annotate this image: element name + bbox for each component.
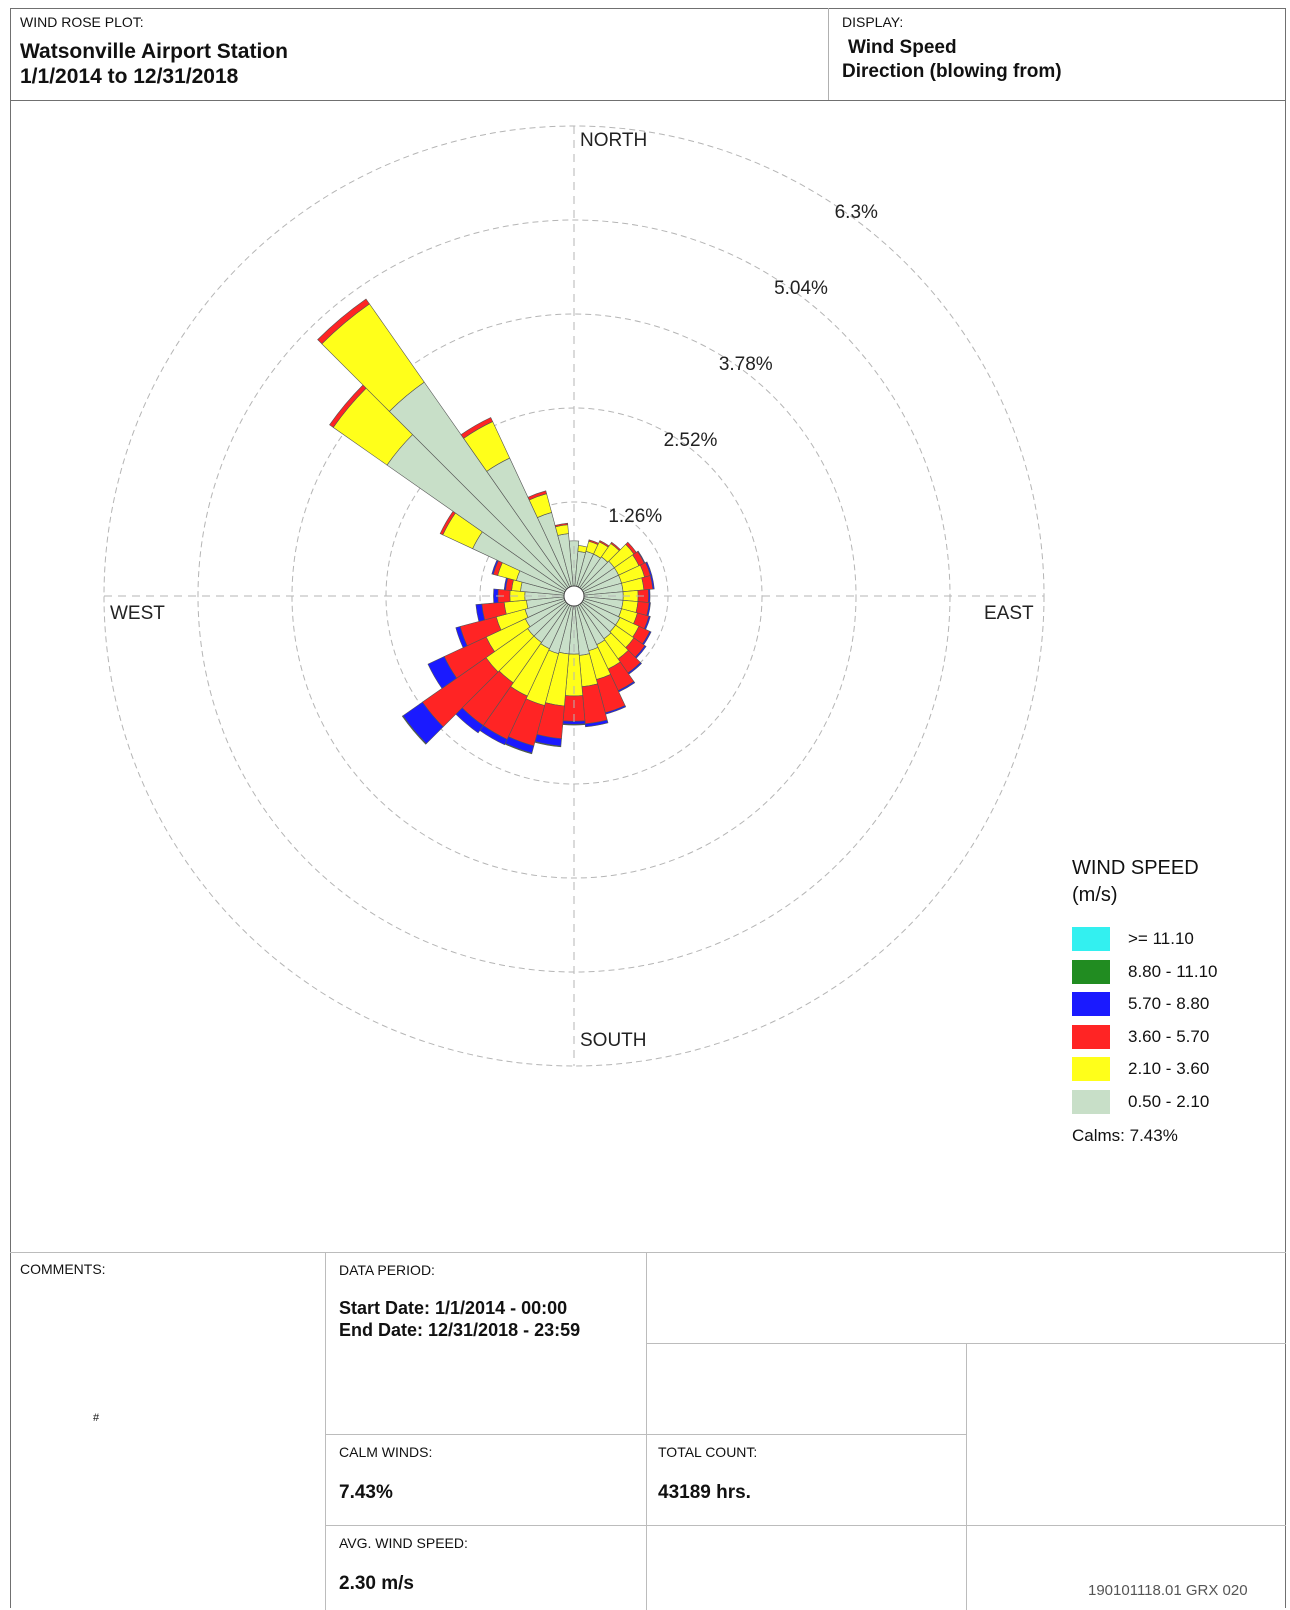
legend-item: 3.60 - 5.70 bbox=[1072, 1024, 1209, 1050]
comments-label: COMMENTS: bbox=[20, 1261, 106, 1277]
avg-speed-label: AVG. WIND SPEED: bbox=[339, 1535, 468, 1551]
petals bbox=[317, 298, 655, 755]
legend-swatch bbox=[1072, 1089, 1110, 1114]
footer-divider-4 bbox=[966, 1343, 967, 1610]
footer-top-border bbox=[10, 1252, 1286, 1253]
avg-speed-value: 2.30 m/s bbox=[339, 1573, 414, 1594]
footer-divider-6 bbox=[325, 1525, 1286, 1526]
east-label: EAST bbox=[984, 603, 1034, 624]
legend-label: 5.70 - 8.80 bbox=[1128, 994, 1210, 1013]
footer-divider-5 bbox=[325, 1434, 966, 1435]
ring-label-3: 3.78% bbox=[719, 354, 773, 375]
west-label: WEST bbox=[110, 603, 165, 624]
header-divider bbox=[10, 100, 1286, 101]
end-date: End Date: 12/31/2018 - 23:59 bbox=[339, 1320, 581, 1340]
petal-90-bin-4 bbox=[647, 589, 651, 603]
legend-calms: Calms: 7.43% bbox=[1072, 1126, 1178, 1145]
petal-260-bin-4 bbox=[475, 603, 486, 622]
legend-swatch bbox=[1072, 1024, 1110, 1049]
calm-winds-label: CALM WINDS: bbox=[339, 1444, 433, 1460]
legend-item: 0.50 - 2.10 bbox=[1072, 1089, 1209, 1115]
report-frame bbox=[10, 8, 1286, 1608]
ring-labels: 1.26% 2.52% 3.78% 5.04% 6.3% bbox=[608, 202, 878, 527]
petal-270-bin-4 bbox=[493, 588, 499, 604]
petal-350-bin-3 bbox=[554, 522, 569, 528]
wind-rose-chart: NORTH EAST SOUTH WEST 1.26% 2.52% 3.78% 5.0… bbox=[103, 125, 1045, 1067]
legend-label: 2.10 - 3.60 bbox=[1128, 1059, 1210, 1078]
legend-swatch bbox=[1072, 927, 1110, 951]
total-count-label: TOTAL COUNT: bbox=[658, 1444, 758, 1460]
ring-label-1: 1.26% bbox=[608, 506, 662, 527]
header-separator bbox=[828, 8, 829, 100]
petal-170-bin-4 bbox=[584, 719, 609, 728]
petal-240-bin-4 bbox=[427, 656, 458, 689]
south-label: SOUTH bbox=[580, 1030, 647, 1051]
petal-330-bin-3 bbox=[460, 417, 494, 439]
center-hole bbox=[563, 585, 585, 607]
legend-title: WIND SPEED bbox=[1072, 857, 1199, 879]
footer-divider-1 bbox=[325, 1252, 326, 1610]
display-label: DISPLAY: bbox=[842, 14, 904, 30]
petal-80-bin-4 bbox=[650, 574, 655, 590]
ring-label-5: 6.3% bbox=[835, 202, 878, 223]
ring-label-2: 2.52% bbox=[664, 430, 718, 451]
legend-item: 2.10 - 3.60 bbox=[1072, 1056, 1209, 1082]
petal-320-bin-3 bbox=[317, 298, 370, 345]
footer-divider-2 bbox=[646, 1252, 647, 1610]
legend-label: 0.50 - 2.10 bbox=[1128, 1091, 1210, 1111]
legend-swatch bbox=[1072, 959, 1110, 984]
document-code: 190101118.01 GRX 020 bbox=[1088, 1582, 1248, 1599]
station-title: Watsonville Airport Station bbox=[20, 40, 288, 63]
petal-250-bin-4 bbox=[455, 626, 468, 649]
legend-swatch bbox=[1072, 992, 1110, 1016]
data-period-label: DATA PERIOD: bbox=[339, 1262, 435, 1278]
ring-label-4: 5.04% bbox=[774, 278, 828, 299]
calm-winds-value: 7.43% bbox=[339, 1482, 393, 1503]
legend-label: 3.60 - 5.70 bbox=[1128, 1026, 1210, 1046]
plot-type-label: WIND ROSE PLOT: bbox=[20, 14, 144, 30]
legend-units: (m/s) bbox=[1072, 884, 1118, 906]
legend-label: >= 11.10 bbox=[1128, 929, 1194, 948]
legend-item: >= 11.10 bbox=[1072, 926, 1194, 952]
display-wind-speed: Wind Speed bbox=[848, 37, 957, 58]
legend-item: 5.70 - 8.80 bbox=[1072, 991, 1209, 1017]
petal-230-bin-5 bbox=[401, 715, 427, 745]
legend-item: 8.80 - 11.10 bbox=[1072, 959, 1217, 985]
legend-label: 8.80 - 11.10 bbox=[1128, 961, 1218, 981]
legend-swatch bbox=[1072, 1057, 1110, 1081]
start-date: Start Date: 1/1/2014 - 00:00 bbox=[339, 1298, 568, 1318]
date-range: 1/1/2014 to 12/31/2018 bbox=[20, 65, 239, 88]
north-label: NORTH bbox=[580, 130, 647, 151]
total-count-value: 43189 hrs. bbox=[658, 1482, 751, 1503]
comments-mark: # bbox=[93, 1412, 100, 1424]
display-direction: Direction (blowing from) bbox=[842, 61, 1062, 82]
petal-340-bin-3 bbox=[527, 490, 547, 501]
